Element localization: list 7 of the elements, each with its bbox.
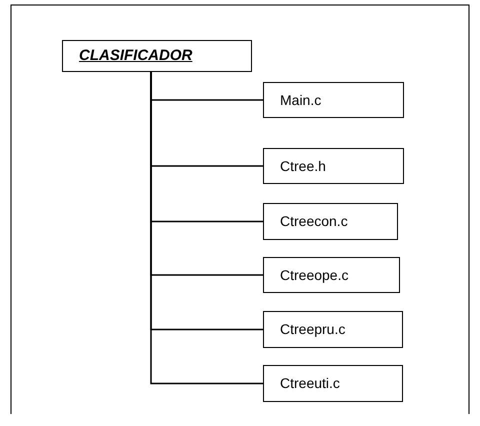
file-box: Ctree.h [263, 148, 404, 184]
file-box: Main.c [263, 82, 404, 118]
file-box: Ctreeuti.c [263, 365, 403, 402]
file-box: Ctreepru.c [263, 311, 403, 348]
file-box: Ctreeope.c [263, 257, 400, 293]
file-box: Ctreecon.c [263, 203, 398, 240]
root-box: CLASIFICADOR [62, 40, 252, 72]
